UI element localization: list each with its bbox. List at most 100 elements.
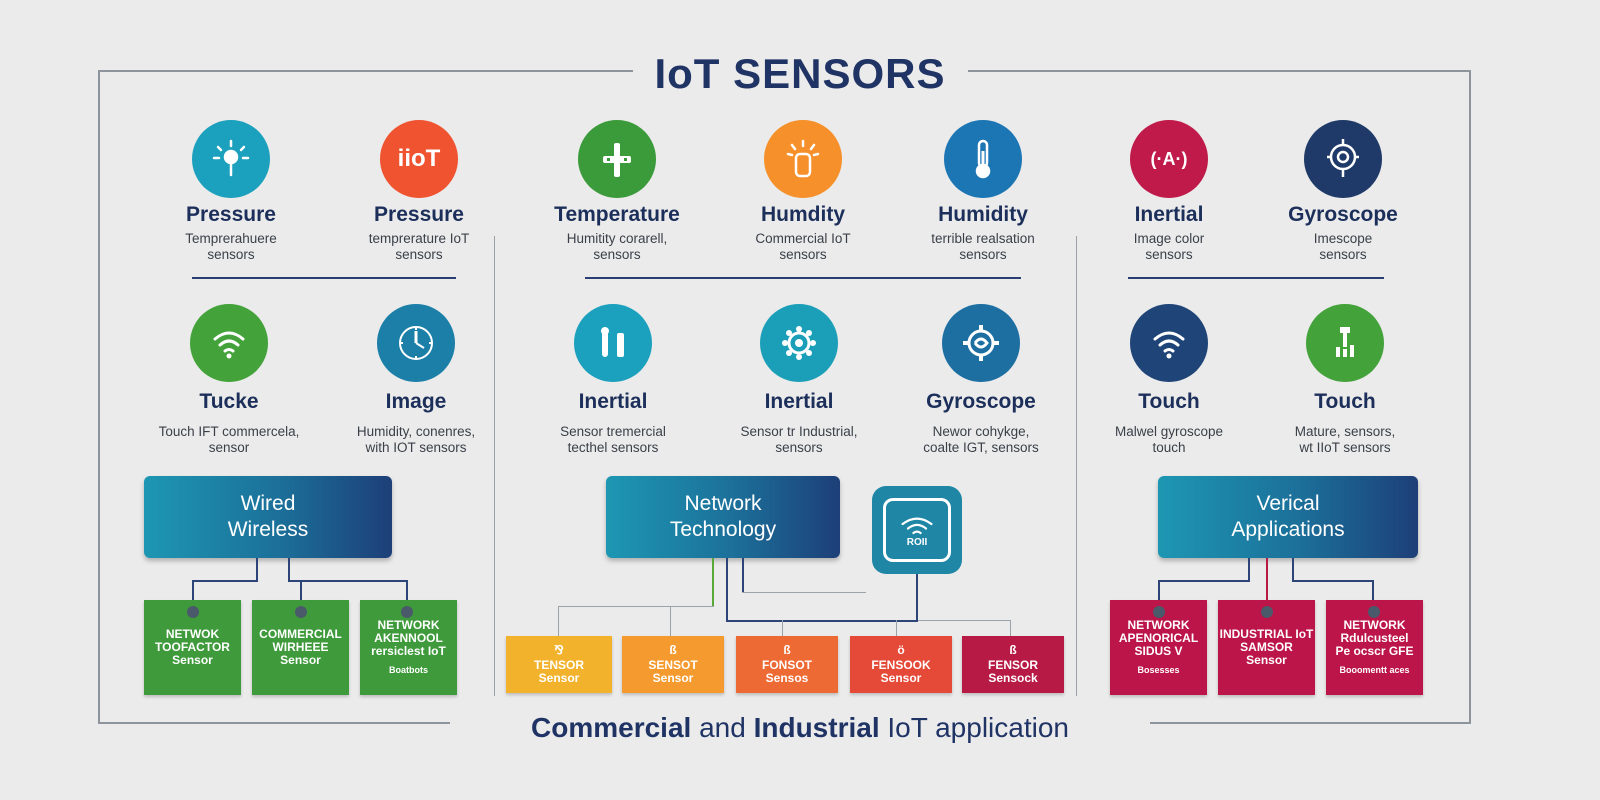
sensor-name: Touch <box>1314 390 1376 413</box>
thermometer-icon <box>944 120 1022 198</box>
gyroscope-gear-icon <box>942 304 1020 382</box>
sensor-name: Touch <box>1138 390 1200 413</box>
frame-right <box>1469 70 1471 724</box>
frame-top-left <box>98 70 633 72</box>
iiot-icon-text: iioT <box>397 145 441 172</box>
sensor-name: Gyroscope <box>926 390 1036 413</box>
footer-caption: Commercial and Industrial IoT applicatio… <box>450 712 1150 744</box>
connector-line <box>1292 558 1294 580</box>
connector-line <box>300 580 302 612</box>
touch-sensor-icon <box>1306 304 1384 382</box>
sensor-name: Inertial <box>1134 203 1204 226</box>
connector-dot <box>295 606 307 618</box>
connector-line <box>782 620 783 636</box>
connector-line <box>896 620 897 636</box>
divider-center <box>585 277 1021 279</box>
connector-line <box>918 620 1010 621</box>
connector-line <box>558 606 559 636</box>
dial-gauge-icon <box>377 304 455 382</box>
connector-dot <box>1368 606 1380 618</box>
page-title: IoT SENSORS <box>640 50 960 98</box>
sensor-name: Humidity <box>938 203 1028 226</box>
connector-dot <box>1153 606 1165 618</box>
connector-line <box>670 606 671 636</box>
router-wifi-icon: ROII <box>872 486 962 574</box>
inertial-icon: (·A·) <box>1130 120 1208 198</box>
frame-bottom-right <box>1147 722 1471 724</box>
connector-line <box>1372 580 1374 612</box>
router-label: ROII <box>906 536 928 548</box>
divider-right <box>1128 277 1384 279</box>
connector-line <box>288 580 406 582</box>
connector-line <box>288 558 290 580</box>
connector-line <box>742 558 744 592</box>
connector-line <box>712 558 714 606</box>
frame-top-right <box>968 70 1471 72</box>
sensor-name: Pressure <box>374 203 464 226</box>
gear-sensor-icon <box>760 304 838 382</box>
connector-line <box>406 580 408 612</box>
connector-line <box>1010 620 1011 636</box>
wifi-icon <box>190 304 268 382</box>
connector-line <box>726 620 918 622</box>
inertial-icon-text: (·A·) <box>1150 148 1188 169</box>
sensor-name: Humdity <box>761 203 845 226</box>
sensor-name: Gyroscope <box>1288 203 1398 226</box>
column-separator-left <box>494 236 495 696</box>
wifi-icon <box>1130 304 1208 382</box>
column-separator-right <box>1076 236 1077 696</box>
inertial-sensor-icon <box>574 304 652 382</box>
connector-line <box>1248 558 1250 580</box>
sensor-name: Inertial <box>764 390 834 413</box>
connector-line <box>1158 580 1250 582</box>
connector-dot <box>187 606 199 618</box>
connector-line <box>192 580 258 582</box>
gyroscope-icon <box>1304 120 1382 198</box>
sensor-name: Inertial <box>578 390 648 413</box>
sensor-name: Pressure <box>186 203 276 226</box>
sensor-name: Image <box>385 390 447 413</box>
connector-line <box>916 574 918 622</box>
connector-line <box>192 580 194 612</box>
sensor-name: Temperature <box>554 203 680 226</box>
sensor-description: Mature, sensors,wt IIoT sensors <box>1294 424 1396 455</box>
connector-line <box>726 558 728 622</box>
humidity-icon <box>764 120 842 198</box>
connector-line <box>1292 580 1374 582</box>
sensor-name: Tucke <box>199 390 259 413</box>
connector-line <box>256 558 258 580</box>
sensor-description: Touch IFT commercela,sensor <box>158 424 300 455</box>
iiot-text-icon: iioT <box>380 120 458 198</box>
connector-line <box>1266 558 1268 612</box>
sensor-description: Newor cohykge,coalte IGT, sensors <box>923 424 1039 455</box>
sensor-description: Sensor tr Industrial,sensors <box>740 424 858 455</box>
frame-left <box>98 70 100 724</box>
connector-dot <box>401 606 413 618</box>
connector-line <box>1158 580 1160 612</box>
sensor-description: Humitity corarell,sensors <box>566 231 668 262</box>
connector-line <box>742 592 866 593</box>
divider-left <box>192 277 456 279</box>
pressure-gauge-icon <box>192 120 270 198</box>
sensor-description: Humidity, conenres,with IOT sensors <box>356 424 476 455</box>
connector-line <box>558 606 714 607</box>
frame-bottom-left <box>98 722 453 724</box>
temperature-probe-icon <box>578 120 656 198</box>
